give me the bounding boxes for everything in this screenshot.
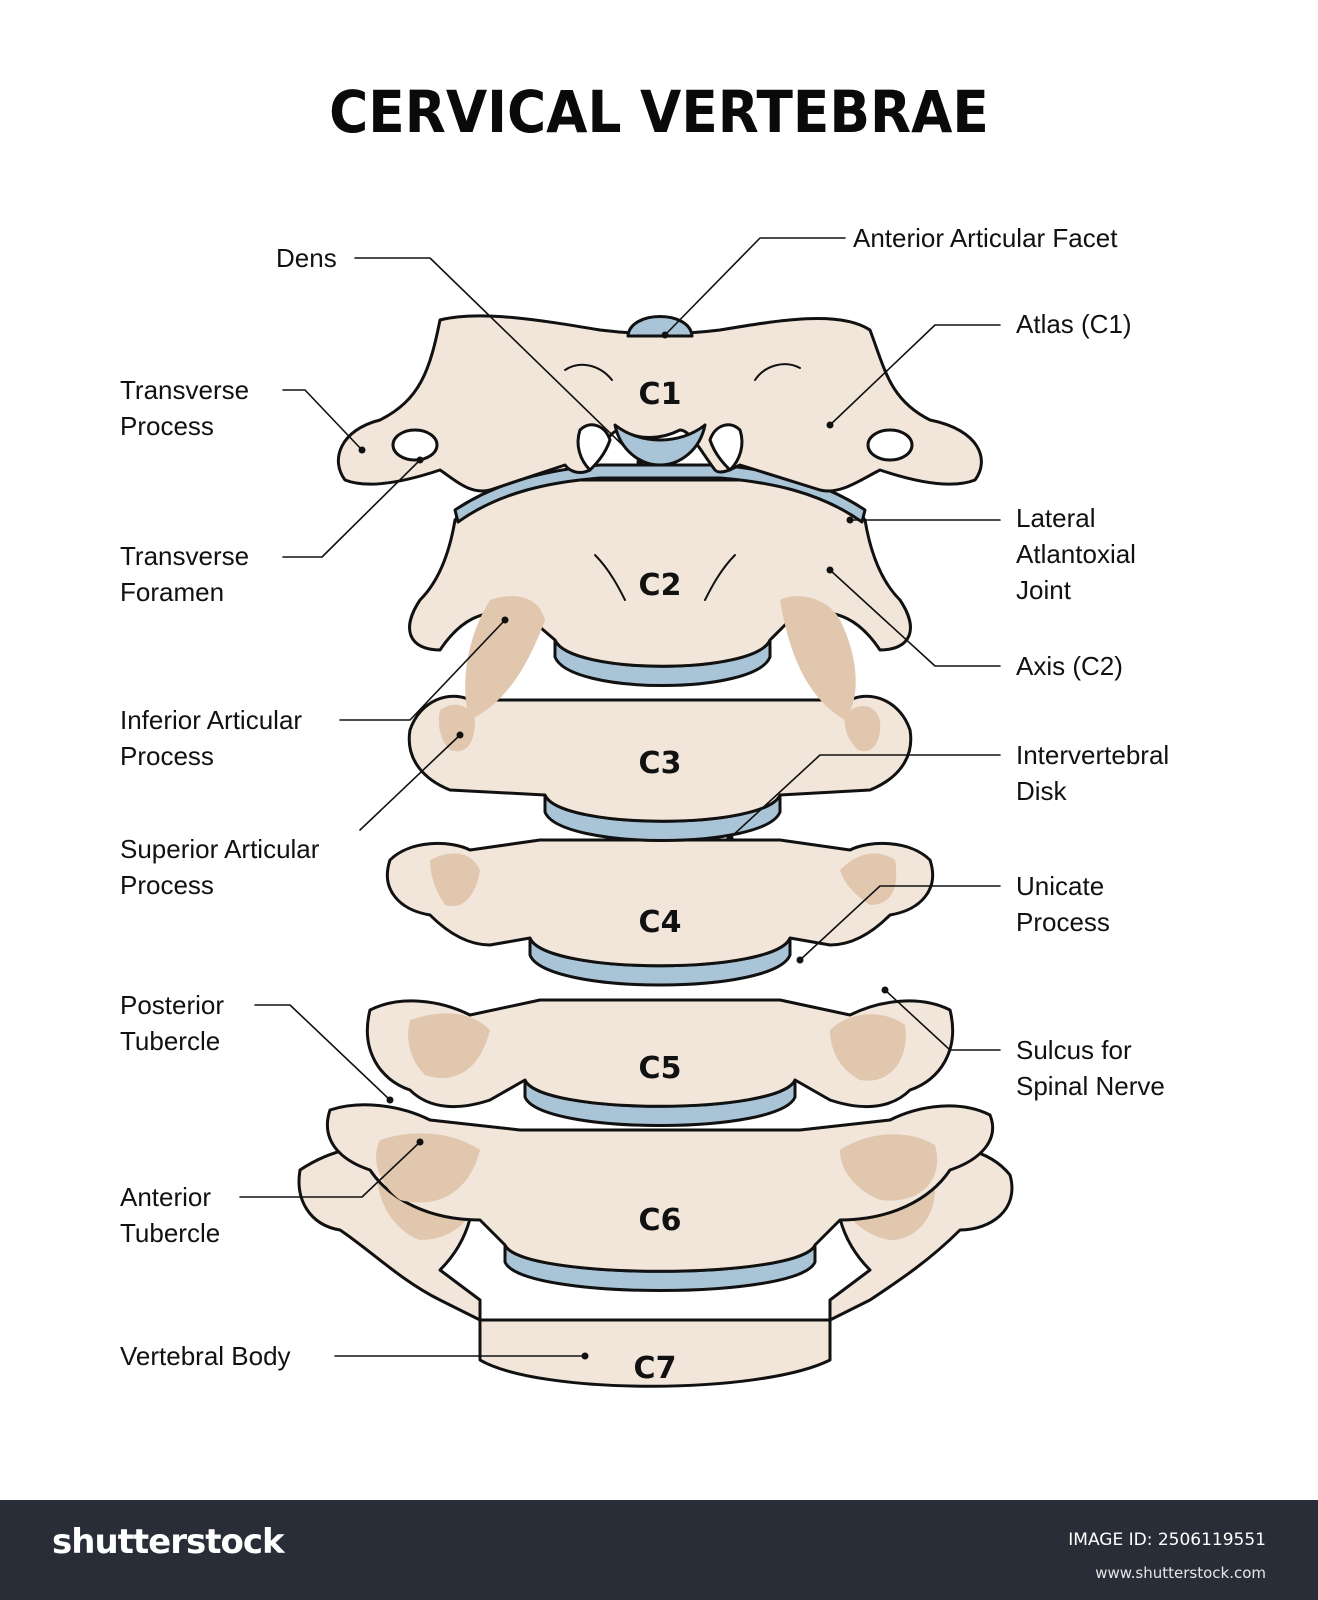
leader-axis	[829, 569, 1001, 667]
leader-dots	[358, 331, 889, 1360]
vertebra-label-c3: C3	[639, 746, 682, 781]
label-atlas: Atlas (C1)	[1016, 309, 1132, 339]
leader-superior-articular	[359, 734, 461, 831]
anterior-articular-facet	[626, 315, 694, 338]
label-superior-articular-process: Superior Articular Process	[120, 834, 320, 900]
lateral-atlantoaxial-joint-disc	[453, 463, 867, 524]
label-transverse-process: Transverse Process	[120, 375, 250, 441]
leader-dens	[354, 257, 641, 463]
leader-anterior-tubercle	[239, 1141, 421, 1198]
label-dens: Dens	[276, 243, 337, 273]
leader-unicate	[799, 885, 1001, 961]
leader-inferior-articular	[339, 619, 506, 721]
label-posterior-tubercle: Posterior Tubercle	[120, 990, 225, 1056]
vertebra-c1	[336, 314, 983, 493]
vertebra-label-c7: C7	[634, 1351, 677, 1386]
label-anterior-articular-facet: Anterior Articular Facet	[853, 223, 1118, 253]
transverse-foramen-right	[866, 428, 914, 462]
label-lateral-atlantoaxial-joint: Lateral Atlantoxial Joint	[1016, 503, 1136, 605]
transverse-foramen-left	[391, 428, 439, 462]
label-anterior-tubercle: Anterior Tubercle	[120, 1182, 221, 1248]
label-unicate-process: Unicate Process	[1016, 871, 1110, 937]
leader-intervertebral-disk	[729, 754, 1001, 839]
diagram-title: CERVICAL VERTEBRAE	[329, 78, 989, 146]
leader-lines	[239, 237, 1001, 1357]
leader-transverse-foramen	[282, 459, 421, 558]
leader-posterior-tubercle	[254, 1004, 391, 1101]
vertebra-c3	[407, 694, 913, 823]
vertebra-label-c5: C5	[639, 1051, 682, 1086]
c5-body	[365, 998, 955, 1109]
label-inferior-articular-process: Inferior Articular Process	[120, 705, 303, 771]
label-vertebral-body: Vertebral Body	[120, 1341, 291, 1371]
footer-bar: shutterstock IMAGE ID: 2506119551 www.sh…	[0, 1500, 1318, 1600]
vertebra-label-c6: C6	[639, 1203, 682, 1238]
image-id: IMAGE ID: 2506119551	[1068, 1530, 1266, 1550]
leader-transverse-process	[282, 389, 363, 451]
footer-url: www.shutterstock.com	[1095, 1564, 1266, 1582]
vertebra-c2	[408, 478, 912, 720]
leader-anterior-facet	[664, 237, 846, 336]
label-transverse-foramen: Transverse Foramen	[120, 541, 250, 607]
vertebra-c6	[325, 1103, 995, 1273]
leader-sulcus	[884, 989, 1001, 1051]
leader-atlas	[829, 324, 1001, 426]
label-axis: Axis (C2)	[1016, 651, 1123, 681]
vertebra-label-c2: C2	[639, 568, 682, 603]
vertebra-label-c4: C4	[639, 905, 682, 940]
footer-logo: shutterstock	[52, 1522, 285, 1562]
vertebra-c4	[385, 838, 935, 968]
vertebra-c5	[365, 998, 955, 1109]
label-intervertebral-disk: Intervertebral Disk	[1016, 740, 1170, 806]
c4-body	[385, 838, 935, 968]
vertebra-label-c1: C1	[639, 377, 682, 412]
cervical-spine-illustration: C1 C2 C3 C4 C5 C6 C7	[239, 237, 1014, 1388]
label-sulcus-spinal-nerve: Sulcus for Spinal Nerve	[1016, 1035, 1165, 1101]
